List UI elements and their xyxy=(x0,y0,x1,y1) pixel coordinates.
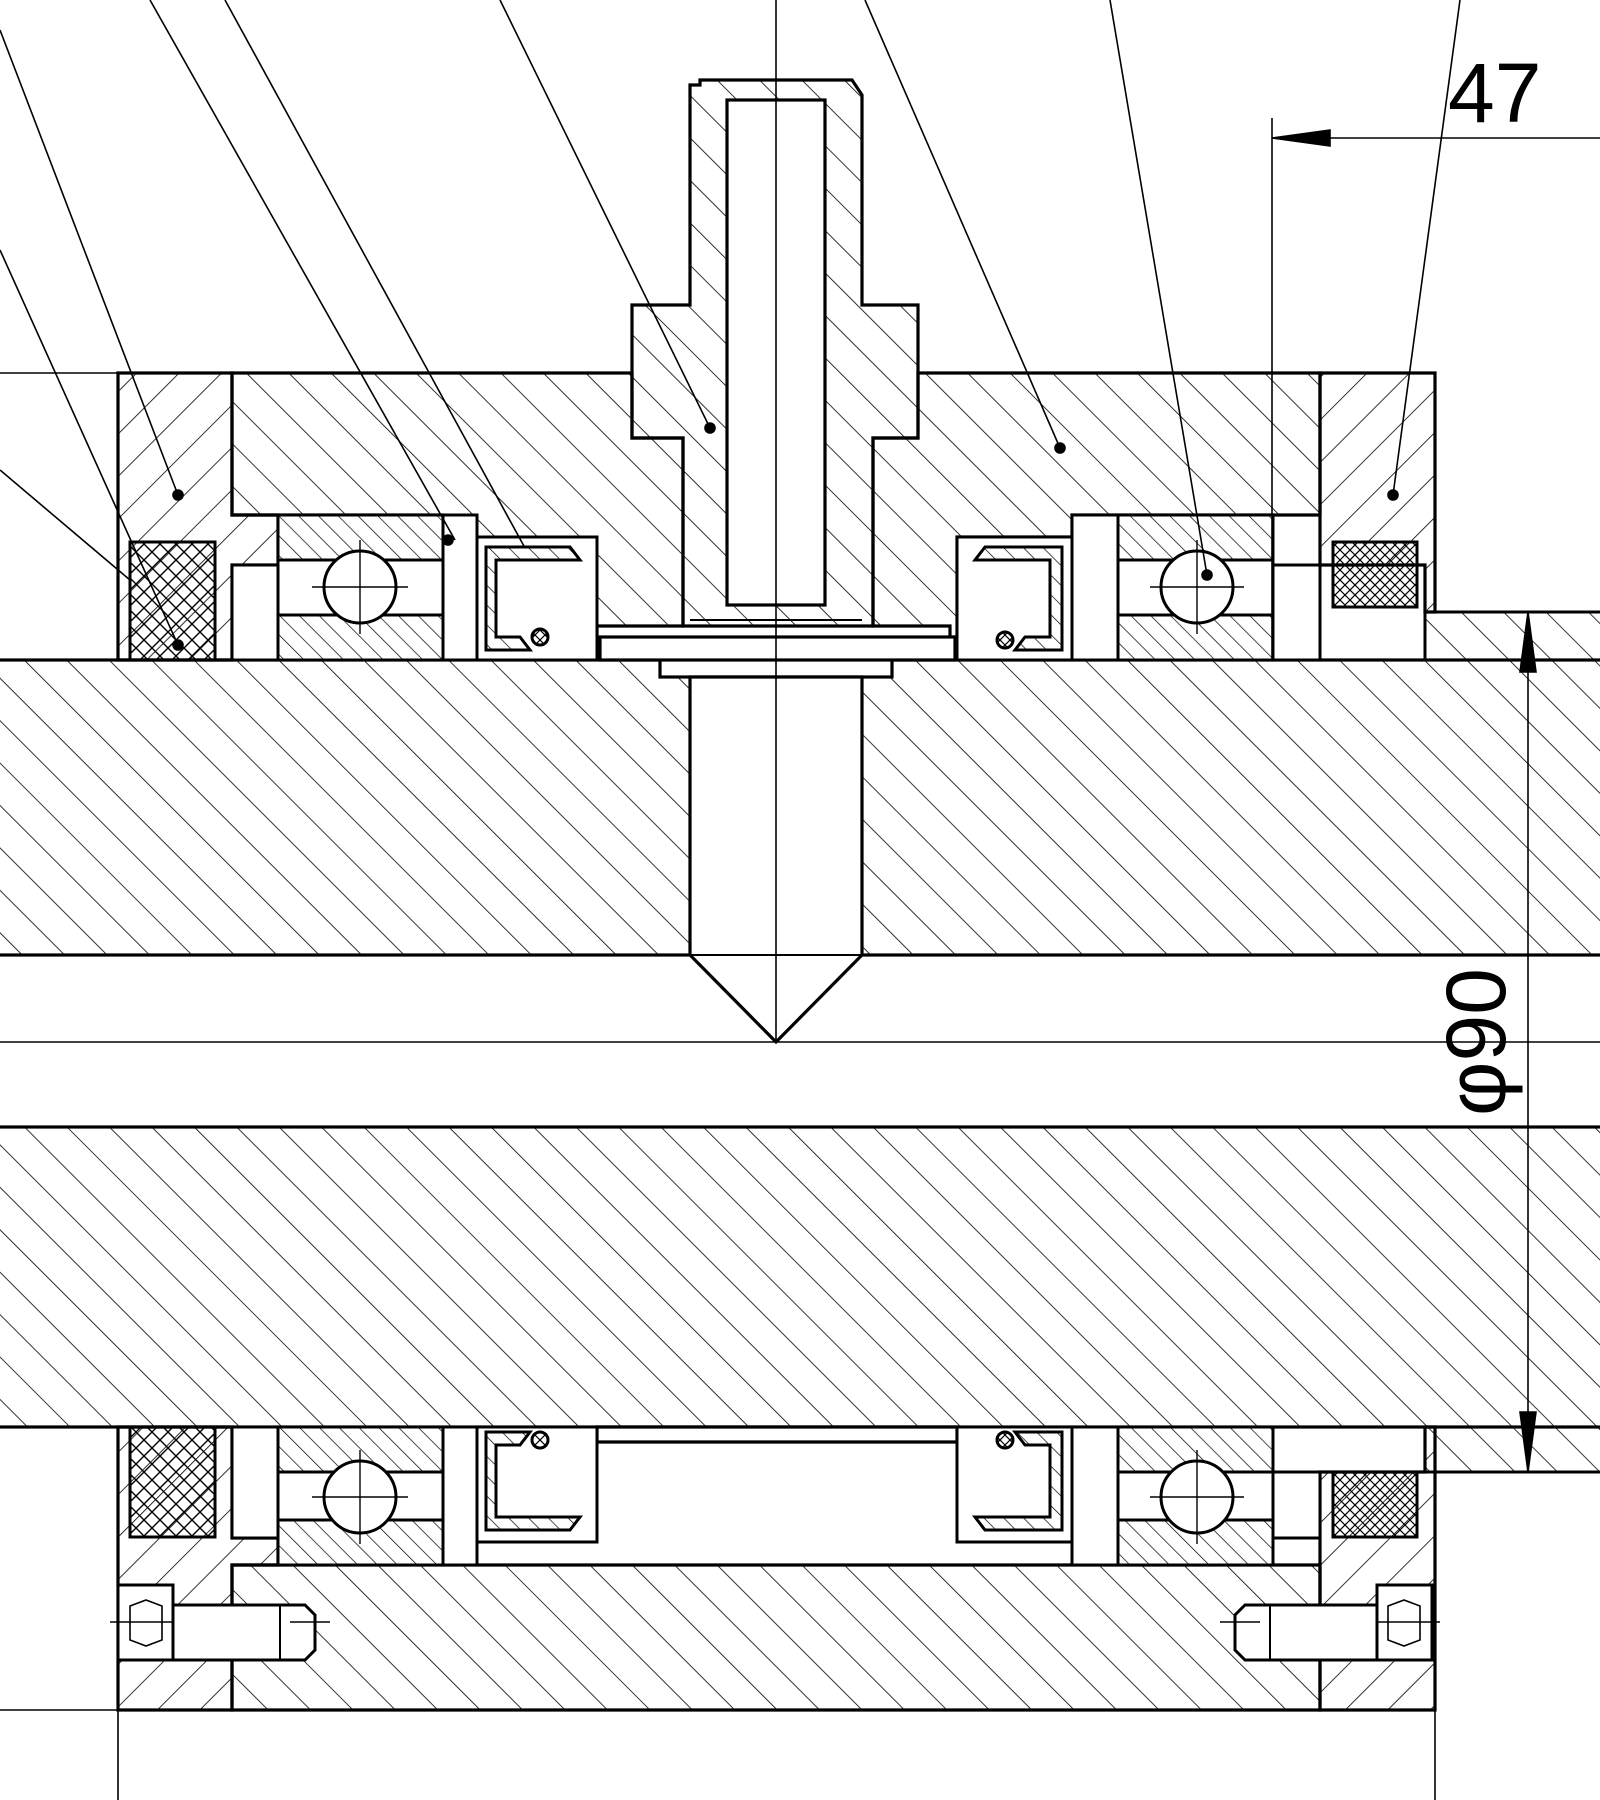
screw-shank-right xyxy=(1233,1603,1379,1662)
dimension-47: 47 xyxy=(1271,46,1600,660)
lower-left-components xyxy=(128,1425,599,1567)
shaft-step-right xyxy=(1423,610,1600,662)
screw-shank-left xyxy=(171,1603,317,1662)
screw-left xyxy=(110,1583,330,1662)
upper-left-components xyxy=(128,513,599,662)
felt-seal-lower-left xyxy=(128,1425,217,1539)
lower-right-components xyxy=(955,1425,1419,1567)
felt-seal-upper-left xyxy=(128,540,217,662)
upper-right-components xyxy=(955,513,1419,662)
spacer-upper-right xyxy=(1070,513,1120,662)
shaft-step-right-lower xyxy=(1423,1425,1600,1474)
felt-seal-upper-right xyxy=(1331,540,1419,609)
dimension-label-47: 47 xyxy=(1448,46,1541,140)
screw-right xyxy=(1220,1583,1440,1662)
felt-seal-lower-right xyxy=(1331,1470,1419,1539)
dimension-diameter-90: φ90 xyxy=(1425,611,1600,1473)
dimension-label-diameter-90: φ90 xyxy=(1429,968,1523,1116)
end-cap-lower-right xyxy=(1318,1425,1437,1712)
shaft-lower-section xyxy=(0,1125,1600,1429)
leader-lines xyxy=(0,0,1461,651)
housing-lower-inner xyxy=(595,1425,959,1444)
spacer-upper-left xyxy=(230,563,280,662)
housing-lower-body xyxy=(230,1563,1322,1712)
